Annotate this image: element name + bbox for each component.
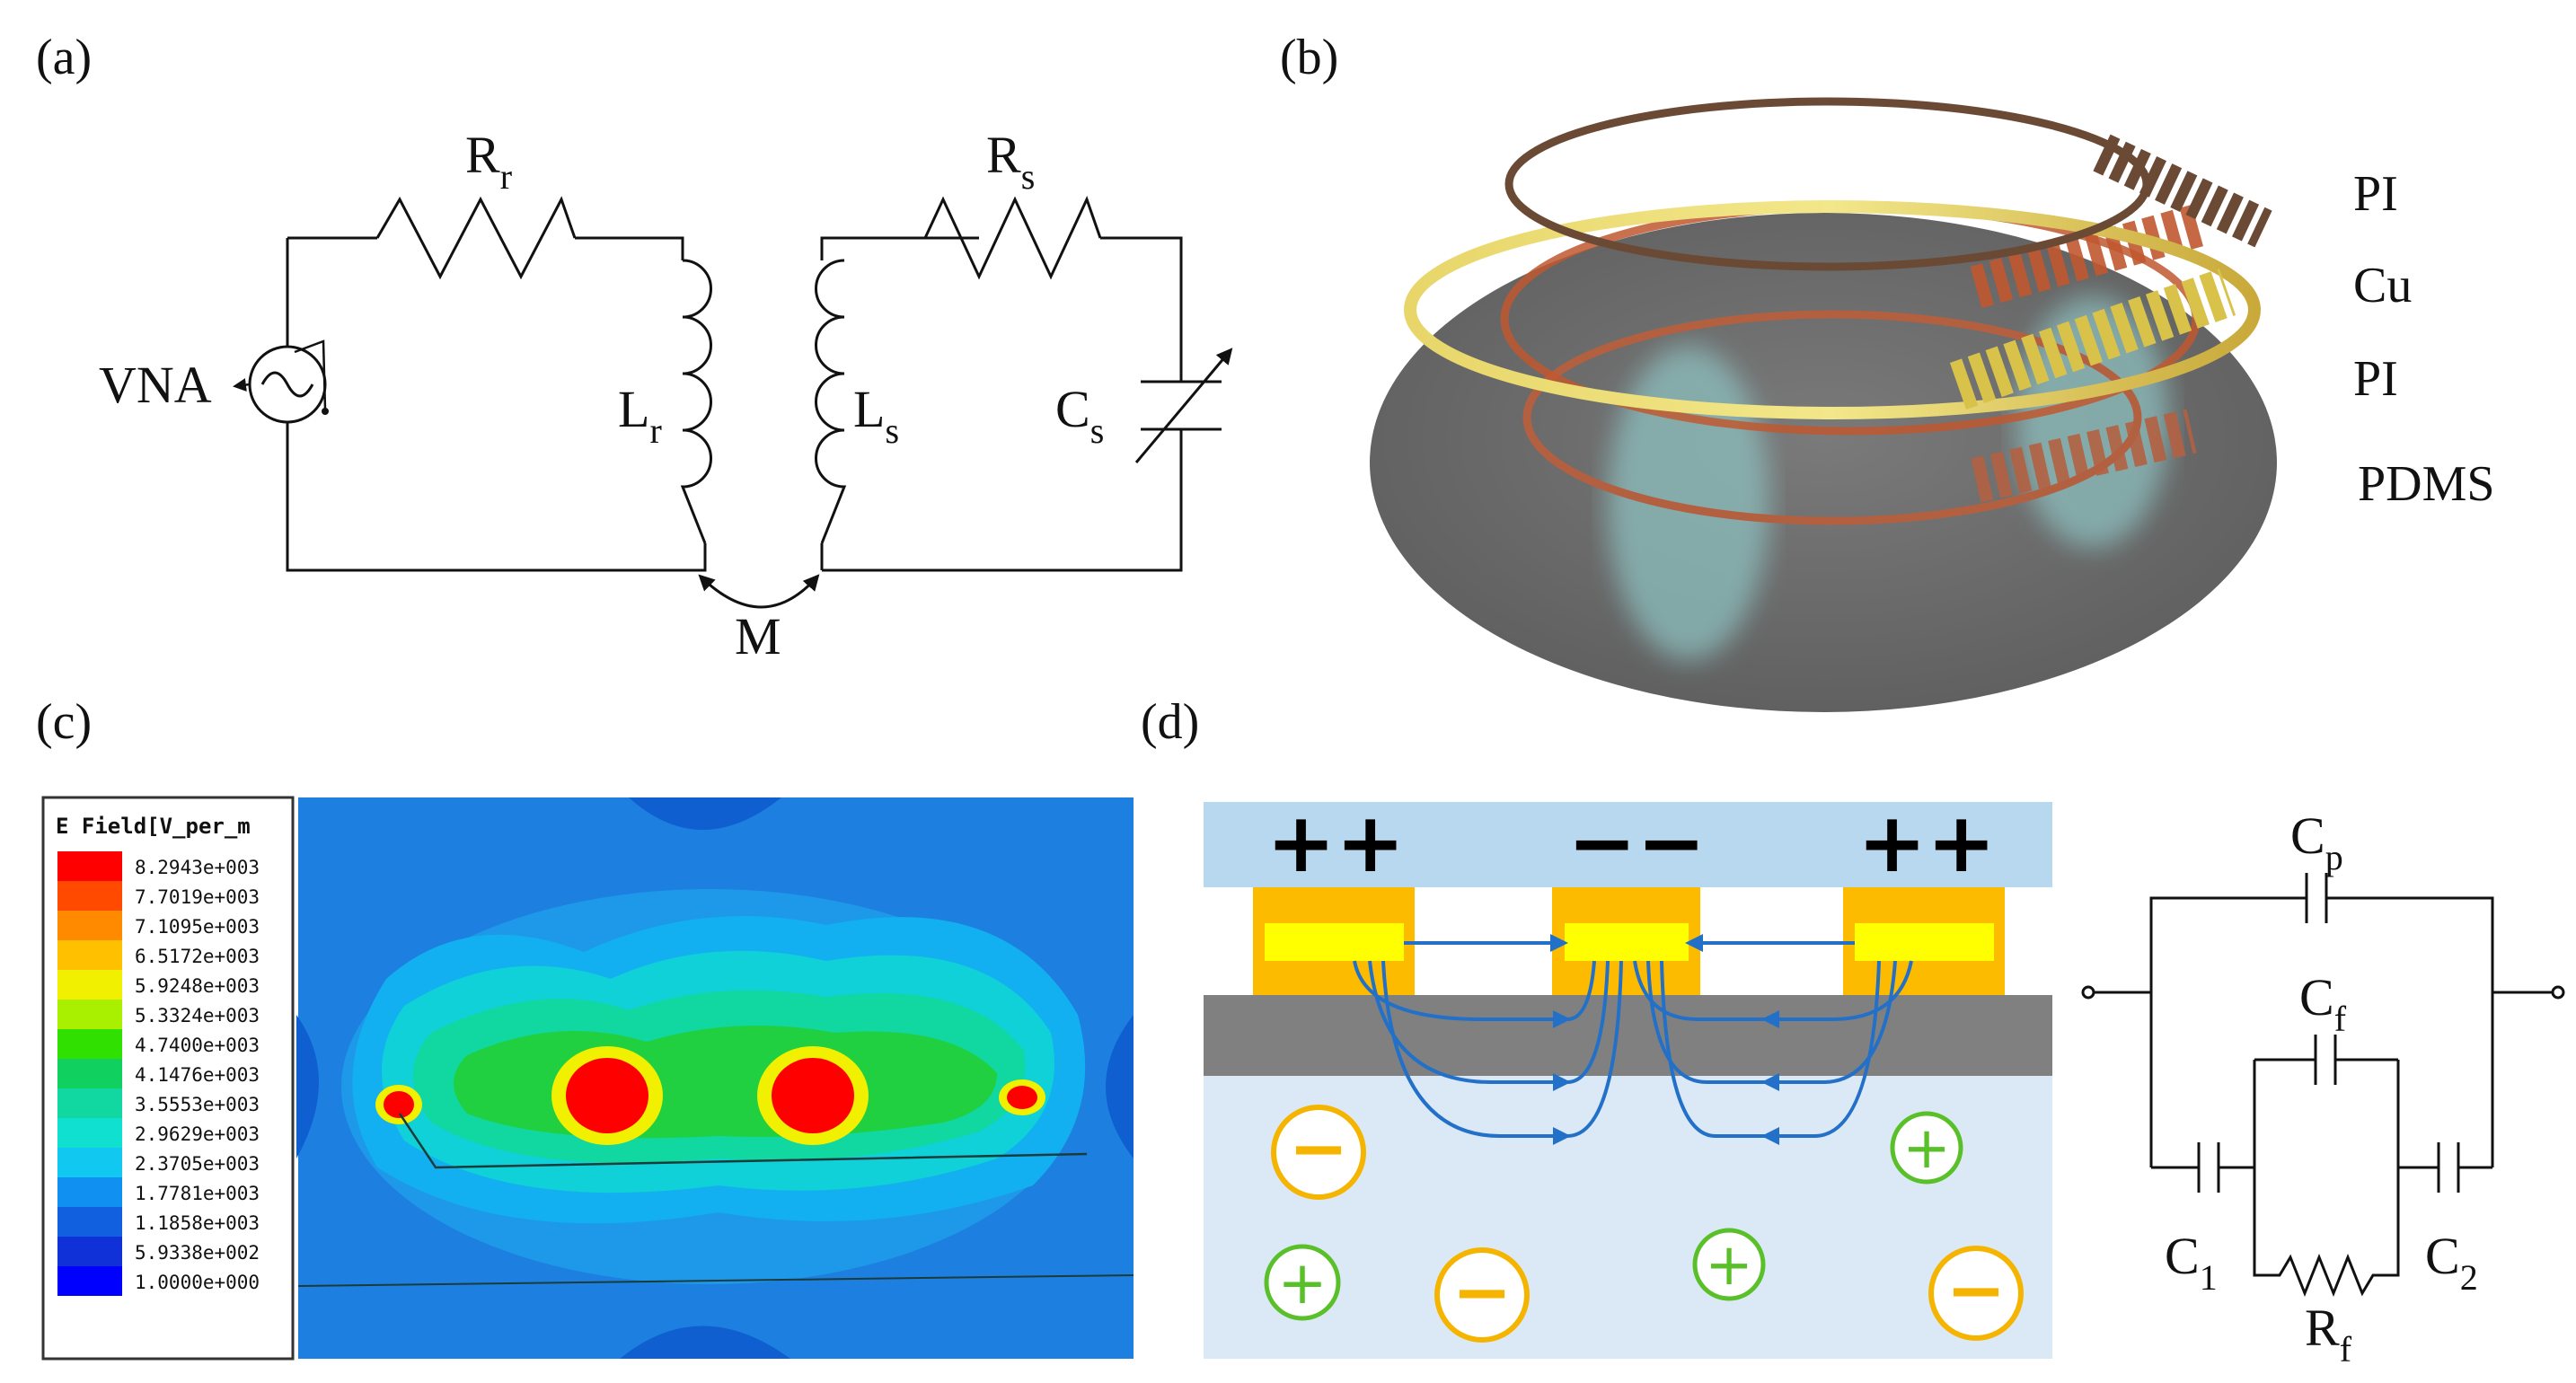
substrate-layer [1204,995,2052,1076]
electrodes [1253,887,2005,995]
field-lines [1353,934,1913,1145]
top-layer [1204,802,2052,887]
cu-meander [1949,269,2236,410]
ls-label: Ls [853,380,899,451]
panel-d-label: (d) [1141,694,1199,750]
electrode-charge-left: ++ [1266,795,1405,891]
legend-value: 4.7400e+003 [135,1035,260,1056]
ion-positive-3: + [1692,1228,1766,1301]
legend-swatch [57,1000,122,1029]
legend-swatch [57,911,122,940]
legend-value: 1.7781e+003 [135,1183,260,1204]
panel-b: (b) PI Cu PI PDMS [1280,30,2495,712]
legend-swatch [57,1118,122,1148]
vna-source [233,339,329,424]
c2-label: C2 [2425,1227,2478,1298]
legend-value: 1.1858e+003 [135,1212,260,1234]
secondary-loop-wires [815,196,1233,572]
pdms-ring [1522,310,2142,525]
legend-swatch [57,1148,122,1177]
vna-label: VNA [99,356,212,414]
panel-a: (a) VNA Rr Lr [36,30,1233,665]
mutual-coupling-arrow-icon [698,574,820,609]
svg-text:−: − [1451,1250,1512,1334]
rr-label: Rr [465,126,512,197]
electrode-charge-center: −− [1567,795,1706,891]
ion-negative-1: − [1271,1105,1366,1200]
rf-label: Rf [2305,1299,2352,1370]
legend-value: 2.3705e+003 [135,1153,260,1175]
rs-label: Rs [986,126,1035,197]
primary-loop-wires [286,196,712,572]
cs-label: Cs [1055,380,1104,451]
lr-label: Lr [618,380,662,451]
inductor-lr [680,259,712,544]
legend-value: 1.0000e+000 [135,1272,260,1293]
legend-value: 4.1476e+003 [135,1064,260,1086]
inclusion-left [1608,346,1769,660]
legend-swatch [57,851,122,881]
legend-value: 5.9248e+003 [135,975,260,997]
ion-positive-2: + [1264,1244,1341,1321]
legend-swatch [57,1029,122,1059]
panel-b-label: (b) [1280,30,1338,85]
legend-value: 2.9629e+003 [135,1123,260,1145]
panel-d: (d) ++ −− ++ [1141,694,2565,1370]
legend-swatch [57,1207,122,1237]
svg-text:+: + [1705,1232,1753,1299]
equivalent-circuit [2081,873,2565,1298]
resistor-rs [923,196,1102,280]
svg-text:+: + [1277,1248,1327,1317]
legend-value: 8.2943e+003 [135,857,260,878]
mutual-label: M [735,607,781,665]
legend-value: 5.9338e+002 [135,1242,260,1264]
cp-label: Cp [2290,806,2343,877]
legend-swatch [57,1088,122,1118]
variable-arrow-icon [1134,348,1233,463]
pdms-meander [1971,409,2197,503]
legend-swatch [57,1266,122,1296]
ion-negative-2: − [1434,1247,1530,1343]
legend-swatch [57,1237,122,1266]
legend-swatch [57,970,122,1000]
inductor-ls [815,259,847,544]
cf-label: Cf [2299,968,2347,1039]
ion-positive-1: + [1890,1111,1963,1185]
legend-title: E Field[V_per_m [56,814,251,839]
legend-value: 7.1095e+003 [135,916,260,938]
svg-text:−: − [1288,1106,1348,1190]
legend-value: 3.5553e+003 [135,1094,260,1115]
ions: − + + − + − [1264,1105,2024,1343]
layer-label-cu: Cu [2353,258,2412,313]
electrode-charge-right: ++ [1857,795,1996,891]
svg-text:+: + [1902,1115,1951,1182]
legend-swatch [57,881,122,911]
layer-label-pdms: PDMS [2358,456,2495,512]
legend-value: 7.7019e+003 [135,886,260,908]
panel-a-label: (a) [36,30,92,85]
legend-value: 6.5172e+003 [135,946,260,967]
sensor-layers [1404,97,2272,525]
resistor-rr [375,196,577,280]
legend-value: 5.3324e+003 [135,1005,260,1026]
cu-ring [1404,200,2261,419]
ion-negative-3: − [1928,1246,2024,1341]
legend-items: 8.2943e+003 7.7019e+003 7.1095e+003 6.5172e… [57,851,260,1296]
panel-c-label: (c) [36,694,92,750]
layer-label-pi-lower: PI [2353,351,2398,407]
legend-swatch [57,1177,122,1207]
pi-top-meander [2093,134,2272,248]
svg-text:−: − [1945,1248,2006,1332]
legend-swatch [57,940,122,970]
legend-swatch [57,1059,122,1088]
panel-c: (c) E Field[V_per_m 8.2943e+003 7.7019e+0… [36,694,1134,1361]
layer-label-pi-top: PI [2353,166,2398,222]
c1-label: C1 [2165,1227,2218,1298]
field-map [296,797,1134,1359]
